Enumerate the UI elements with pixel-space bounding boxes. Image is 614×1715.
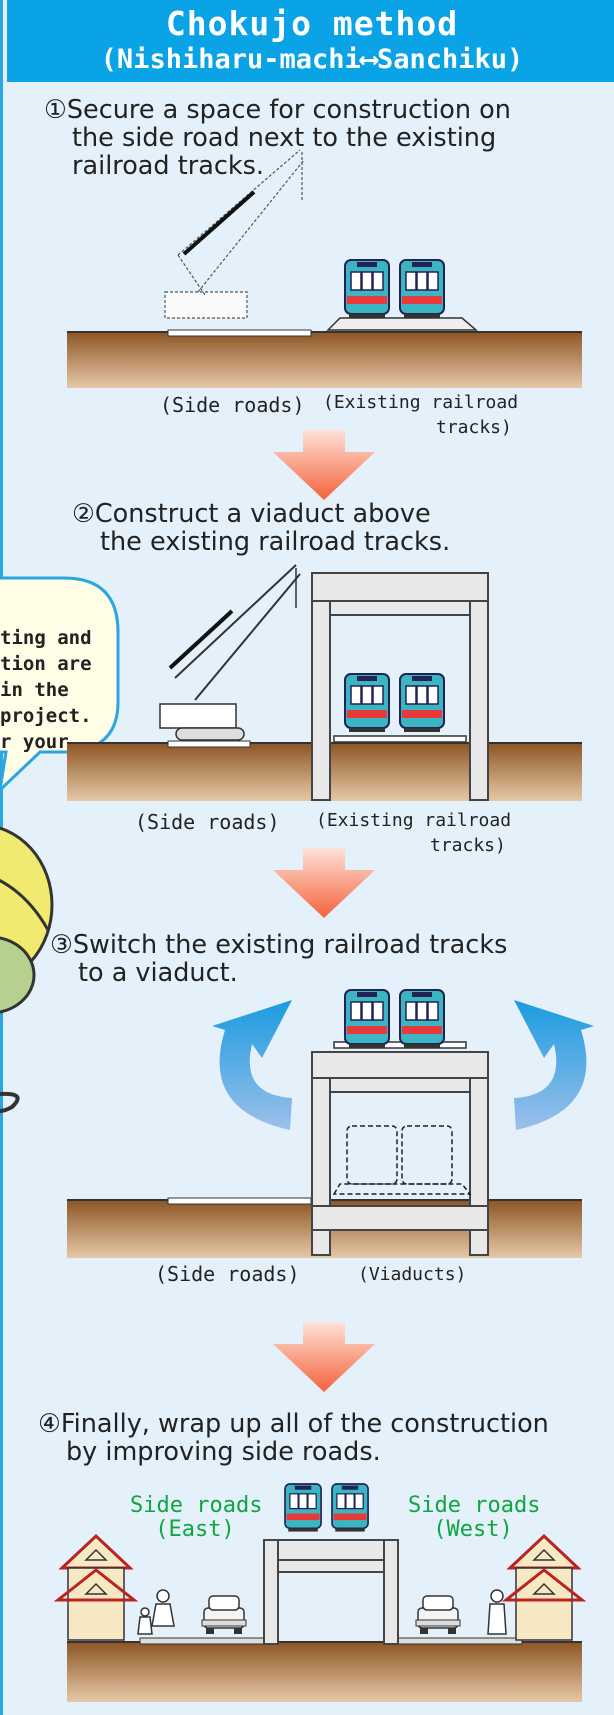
- step-2-line2: the existing railroad tracks.: [100, 527, 451, 557]
- label-side-roads-west: Side roads (West): [408, 1493, 541, 1542]
- speech-bubble-text: ting and tion are in the project. r your: [0, 625, 108, 755]
- step-4-line1: ④Finally, wrap up all of the constructio…: [38, 1409, 549, 1439]
- step-3-line2: to a viaduct.: [78, 958, 238, 988]
- step-2-line1: ②Construct a viaduct above: [72, 499, 431, 529]
- label-side-roads-east: Side roads (East): [130, 1493, 263, 1542]
- pedestrians-icon: [137, 1589, 175, 1635]
- label-east-line1: Side roads: [130, 1493, 263, 1518]
- label-west-line1: Side roads: [408, 1493, 541, 1518]
- down-arrow-icon: [273, 1322, 375, 1392]
- section-2-scene: [67, 564, 582, 801]
- down-arrow-icon: [273, 848, 375, 918]
- step-4-text: ④Finally, wrap up all of the constructio…: [38, 1410, 549, 1466]
- viaduct-frame: [311, 572, 489, 801]
- crane-ghost-icon: [164, 149, 305, 319]
- label-east-line2: (East): [155, 1517, 235, 1542]
- bubble-line: in the: [0, 679, 69, 701]
- bubble-line: project.: [0, 705, 92, 727]
- step-1-text: ①Secure a space for construction on the …: [44, 96, 511, 180]
- pedestrian-icon: [487, 1589, 507, 1635]
- house-icon: [504, 1534, 584, 1642]
- section-3-scene: [67, 989, 594, 1258]
- label-side-roads-3: (Side roads): [155, 1262, 300, 1286]
- page-subtitle: (Nishiharu-machi⟷Sanchiku): [100, 44, 524, 75]
- label-side-roads-1: (Side roads): [160, 393, 305, 417]
- label-existing-tracks-1a: (Existing railroad: [323, 392, 519, 413]
- label-existing-tracks-2b: tracks): [430, 835, 506, 856]
- step-1-line2: the side road next to the existing: [72, 123, 497, 153]
- section-1-scene: [67, 149, 582, 388]
- curved-arrow-left-icon: [212, 1000, 292, 1130]
- label-side-roads-2: (Side roads): [135, 810, 280, 834]
- step-1-line1: ①Secure a space for construction on: [44, 95, 511, 125]
- crawler-crane-icon: [159, 564, 301, 741]
- step-1-line3: railroad tracks.: [72, 151, 265, 181]
- car-icon: [201, 1595, 247, 1635]
- label-existing-tracks-1b: tracks): [436, 417, 512, 438]
- step-3-line1: ③Switch the existing railroad tracks: [50, 930, 508, 960]
- step-2-text: ②Construct a viaduct above the existing …: [72, 500, 450, 556]
- helmet-character-icon: [0, 826, 54, 1114]
- house-icon: [56, 1534, 136, 1642]
- step-4-line2: by improving side roads.: [66, 1437, 381, 1467]
- viaduct-frame: [311, 1051, 489, 1256]
- bubble-line: r your: [0, 731, 69, 753]
- label-existing-tracks-2a: (Existing railroad: [316, 810, 512, 831]
- down-arrow-icon: [273, 430, 375, 500]
- car-icon: [415, 1595, 461, 1635]
- page-title: Chokujo method: [165, 4, 459, 43]
- step-3-text: ③Switch the existing railroad tracks to …: [50, 931, 507, 987]
- label-viaducts: (Viaducts): [358, 1264, 467, 1285]
- section-4-scene: [56, 1483, 584, 1702]
- curved-arrow-right-icon: [514, 1000, 594, 1130]
- label-west-line2: (West): [433, 1517, 513, 1542]
- bubble-line: tion are: [0, 653, 92, 675]
- viaduct-frame: [263, 1539, 399, 1645]
- header-banner: Chokujo method (Nishiharu-machi⟷Sanchiku…: [7, 0, 614, 82]
- bubble-line: ting and: [0, 627, 92, 649]
